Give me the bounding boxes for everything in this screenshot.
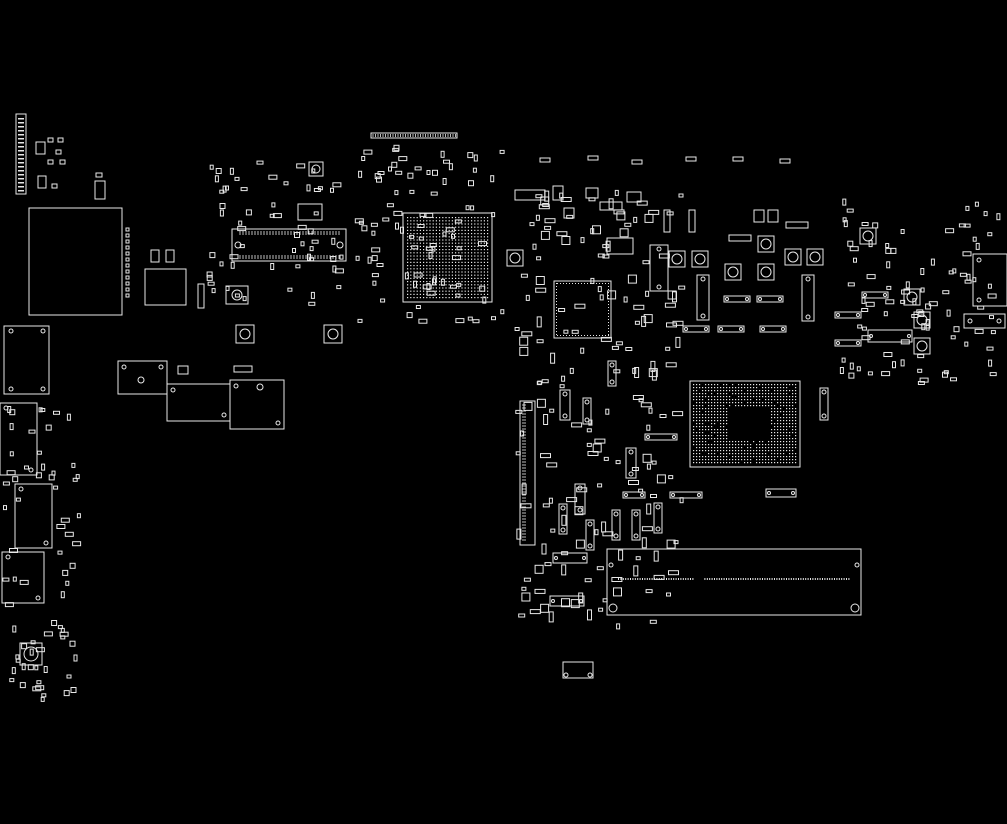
- left-port-connector-2: [0, 402, 38, 476]
- long-connector-center: [231, 228, 347, 262]
- small-part: [150, 249, 160, 263]
- right-small-module: [963, 313, 1006, 329]
- switch-block: [225, 285, 249, 305]
- small-part: [308, 161, 324, 177]
- left-small-parts-top: [35, 137, 106, 200]
- bga-chipset: [553, 280, 612, 339]
- middle-small-parts: [514, 189, 686, 630]
- bga-processor: [402, 212, 493, 303]
- left-port-connector-3: [14, 483, 53, 549]
- socket-connector-1: [117, 360, 168, 395]
- left-board-chip: [28, 207, 130, 316]
- socket-connector-3: [229, 379, 285, 430]
- small-part: [197, 283, 205, 309]
- right-small-parts: [839, 198, 1001, 385]
- small-part: [177, 365, 189, 375]
- vertical-connector: [519, 400, 536, 546]
- mount-square-1: [235, 324, 255, 344]
- mount-square-2: [323, 324, 343, 344]
- left-port-connector-1: [3, 325, 50, 395]
- socket-connector-2: [166, 383, 231, 422]
- left-small-parts-bottom: [2, 406, 82, 702]
- square-chip-left: [144, 268, 187, 306]
- small-part: [165, 249, 175, 263]
- top-flex-connector: [370, 132, 458, 139]
- left-edge-header: [15, 113, 27, 195]
- bottom-connector: [562, 661, 594, 679]
- memory-slot: [606, 548, 862, 616]
- power-components: [506, 227, 931, 607]
- left-button-switch: [19, 642, 43, 666]
- left-port-connector-4: [1, 551, 45, 604]
- processor-surround-parts: [354, 144, 505, 324]
- center-left-small-parts: [206, 160, 344, 306]
- bga-main: [689, 380, 801, 468]
- small-part: [233, 365, 253, 373]
- small-part: [297, 203, 323, 221]
